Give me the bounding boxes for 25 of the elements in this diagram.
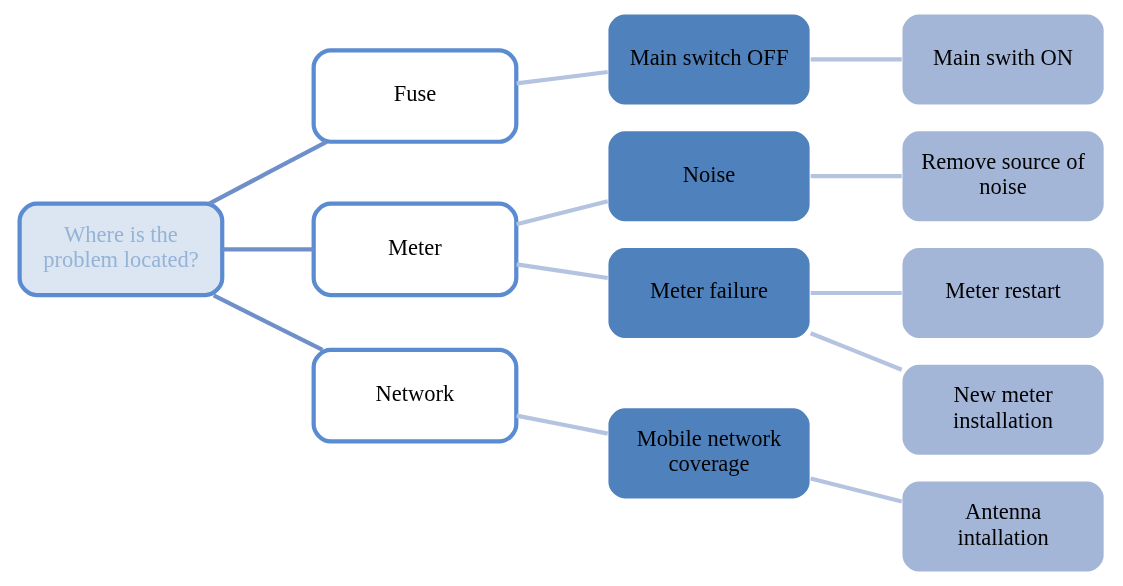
node-box: Main swith ON [900,13,1105,106]
connector [212,293,323,352]
node-box: Antenna intallation [900,480,1105,573]
node-box: Network [311,347,518,444]
node-box: Main switch OFF [606,13,811,106]
node-box: New meter installation [900,363,1105,457]
node-box: Fuse [311,48,518,144]
connector [222,247,314,252]
node-box: Meter restart [900,246,1105,340]
node-box: Where is the problem located? [17,201,224,298]
node-box: Meter [311,201,518,298]
connector [515,69,608,86]
connector [810,57,902,62]
connector [515,199,608,227]
connector [207,140,327,206]
node-box: Meter failure [606,246,811,340]
connector [515,413,608,436]
connector [810,174,902,179]
connector [809,331,903,372]
connector [515,262,608,281]
node-box: Noise [606,129,811,223]
connector [810,290,902,296]
node-box: Mobile network coverage [606,406,811,500]
connector [809,476,902,504]
node-box: Remove source of noise [900,129,1105,223]
